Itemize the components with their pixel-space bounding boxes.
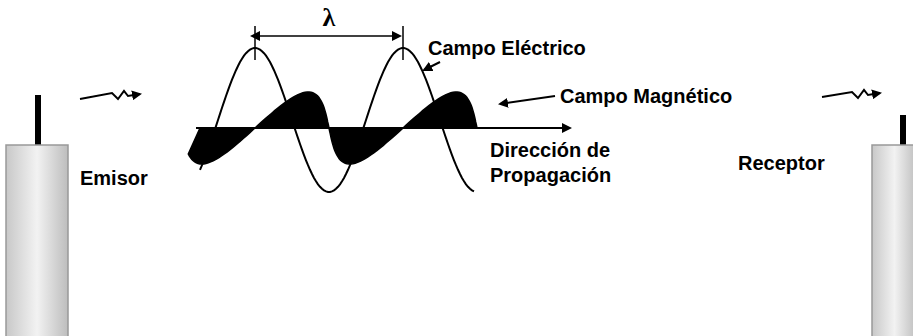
electric-field-wave bbox=[200, 48, 474, 192]
antenna bbox=[35, 95, 41, 147]
field-label: Campo Magnético bbox=[560, 84, 732, 109]
signal-arrow bbox=[822, 90, 880, 98]
signal-arrow bbox=[80, 91, 140, 99]
propagation-axis bbox=[196, 127, 570, 129]
leader-line bbox=[500, 96, 555, 104]
receiver-device bbox=[872, 145, 913, 336]
direction-label: Dirección de Propagación bbox=[490, 138, 625, 188]
field-label: Campo Eléctrico bbox=[428, 36, 586, 61]
device-label: Receptor bbox=[738, 151, 825, 176]
wavelength-tick bbox=[402, 26, 404, 60]
wavelength-arrow bbox=[258, 35, 400, 37]
antenna bbox=[900, 115, 906, 147]
emitter-device bbox=[6, 145, 68, 336]
leader-line bbox=[424, 62, 440, 70]
wavelength-tick bbox=[254, 26, 256, 60]
wavelength-symbol: λ bbox=[323, 2, 336, 35]
device-label: Emisor bbox=[80, 166, 148, 191]
